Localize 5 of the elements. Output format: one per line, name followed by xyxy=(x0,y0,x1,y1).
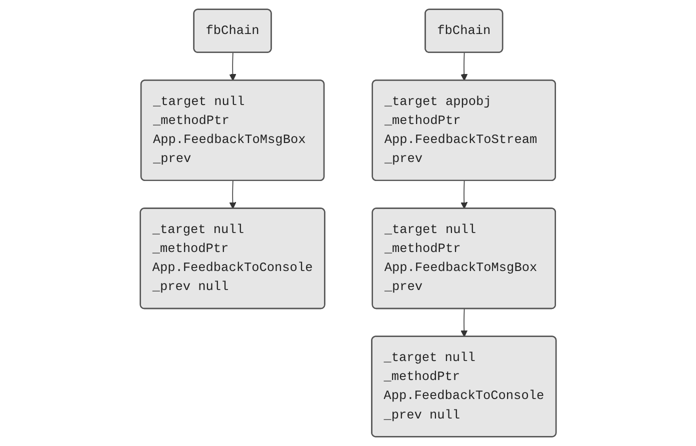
arrow xyxy=(229,180,236,209)
arrow xyxy=(460,52,468,81)
arrow xyxy=(460,308,468,338)
arrow xyxy=(229,52,236,81)
arrow xyxy=(460,180,468,209)
